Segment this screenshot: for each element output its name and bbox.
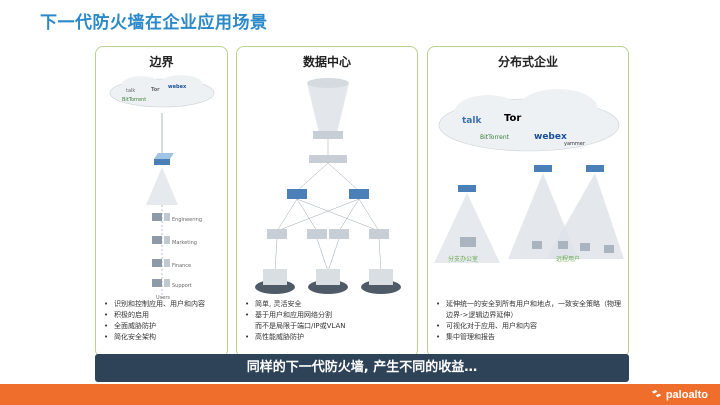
bullet-item: 高性能威胁防护 [243, 332, 411, 343]
panel-title: 数据中心 [302, 55, 351, 69]
panel-perimeter: 边界 talk Tor webex BitTorrent Engineering… [95, 46, 228, 358]
remote-user-icon [532, 241, 614, 253]
perimeter-illustration: talk Tor webex BitTorrent Engineering Ma… [109, 75, 215, 301]
bullet-item: 识别和控制应用、用户和内容 [102, 299, 221, 310]
bullet-item: 可视化对于应用、用户和内容 [434, 321, 622, 332]
user-group-icon [152, 279, 170, 287]
panel-datacenter: 数据中心 [236, 46, 418, 358]
bullet-item: 积极的启用 [102, 310, 221, 321]
app-logo: webex [168, 84, 187, 90]
summary-banner: 同样的下一代防火墙, 产生不同的收益… [95, 354, 629, 382]
panel-title: 分布式企业 [497, 55, 558, 69]
panel-distributed: 分布式企业 talk Tor webex BitTorrent yammer 分… [427, 46, 629, 358]
segment-label: Engineering [172, 217, 202, 223]
server-cluster-icon [255, 269, 401, 294]
app-logo: Tor [504, 113, 521, 124]
distributed-illustration: talk Tor webex BitTorrent yammer [434, 89, 624, 263]
bullet-list: 简单, 灵活安全 基于用户和应用网络分割 而不是局限于端口/IP或VLAN 高性… [243, 299, 411, 343]
app-logo: talk [462, 116, 482, 126]
core-switch-icon [309, 131, 347, 163]
slide-title: 下一代防火墙在企业应用场景 [40, 13, 268, 33]
user-group-icon [152, 236, 170, 244]
internet-cloud-icon [438, 89, 620, 152]
bullet-item: 基于用户和应用网络分割 [243, 310, 411, 321]
app-logo: Tor [151, 87, 160, 93]
segment-label: Finance [172, 263, 191, 269]
segment-label: Support [172, 283, 192, 289]
bullet-item: 集中管理和报告 [434, 332, 622, 343]
bullet-item: 全面威胁防护 [102, 321, 221, 332]
user-group-icon [152, 259, 170, 267]
app-logo: talk [126, 88, 135, 94]
remote-user-caption: 远程用户 [556, 256, 581, 263]
branch-office-icon [460, 237, 476, 247]
brand-logo: paloalto [650, 384, 708, 405]
segment-label: Marketing [172, 240, 197, 246]
internet-cloud-icon [109, 75, 215, 108]
bullet-item: 延伸统一的安全到所有用户和地点，一致安全策略（物理边界->逻辑边界延伸） [434, 299, 622, 321]
branch-office-caption: 分支办公室 [448, 256, 479, 263]
bullet-list: 延伸统一的安全到所有用户和地点，一致安全策略（物理边界->逻辑边界延伸） 可视化… [434, 299, 622, 343]
user-group-icon [152, 213, 170, 221]
access-switch-icon [267, 229, 389, 239]
app-logo: BitTorrent [480, 134, 510, 141]
app-logo: yammer [564, 141, 586, 147]
logo-text: paloalto [665, 388, 708, 401]
bullet-item: 简单, 灵活安全 [243, 299, 411, 310]
footer-bar: paloalto [0, 384, 720, 405]
firewall-icon [458, 165, 604, 192]
firewall-icon [287, 189, 369, 199]
panel-title: 边界 [149, 55, 174, 69]
bullet-item: 简化安全架构 [102, 332, 221, 343]
segment-label: Users [156, 295, 170, 301]
datacenter-illustration [255, 78, 401, 294]
bullet-item: 而不是局限于端口/IP或VLAN [255, 322, 346, 330]
firewall-icon [154, 153, 174, 165]
app-logo: BitTorrent [122, 97, 146, 103]
bullet-list: 识别和控制应用、用户和内容 积极的启用 全面威胁防护 简化安全架构 [102, 299, 221, 343]
paloalto-logo-icon [651, 389, 661, 398]
app-logo: webex [534, 132, 567, 142]
